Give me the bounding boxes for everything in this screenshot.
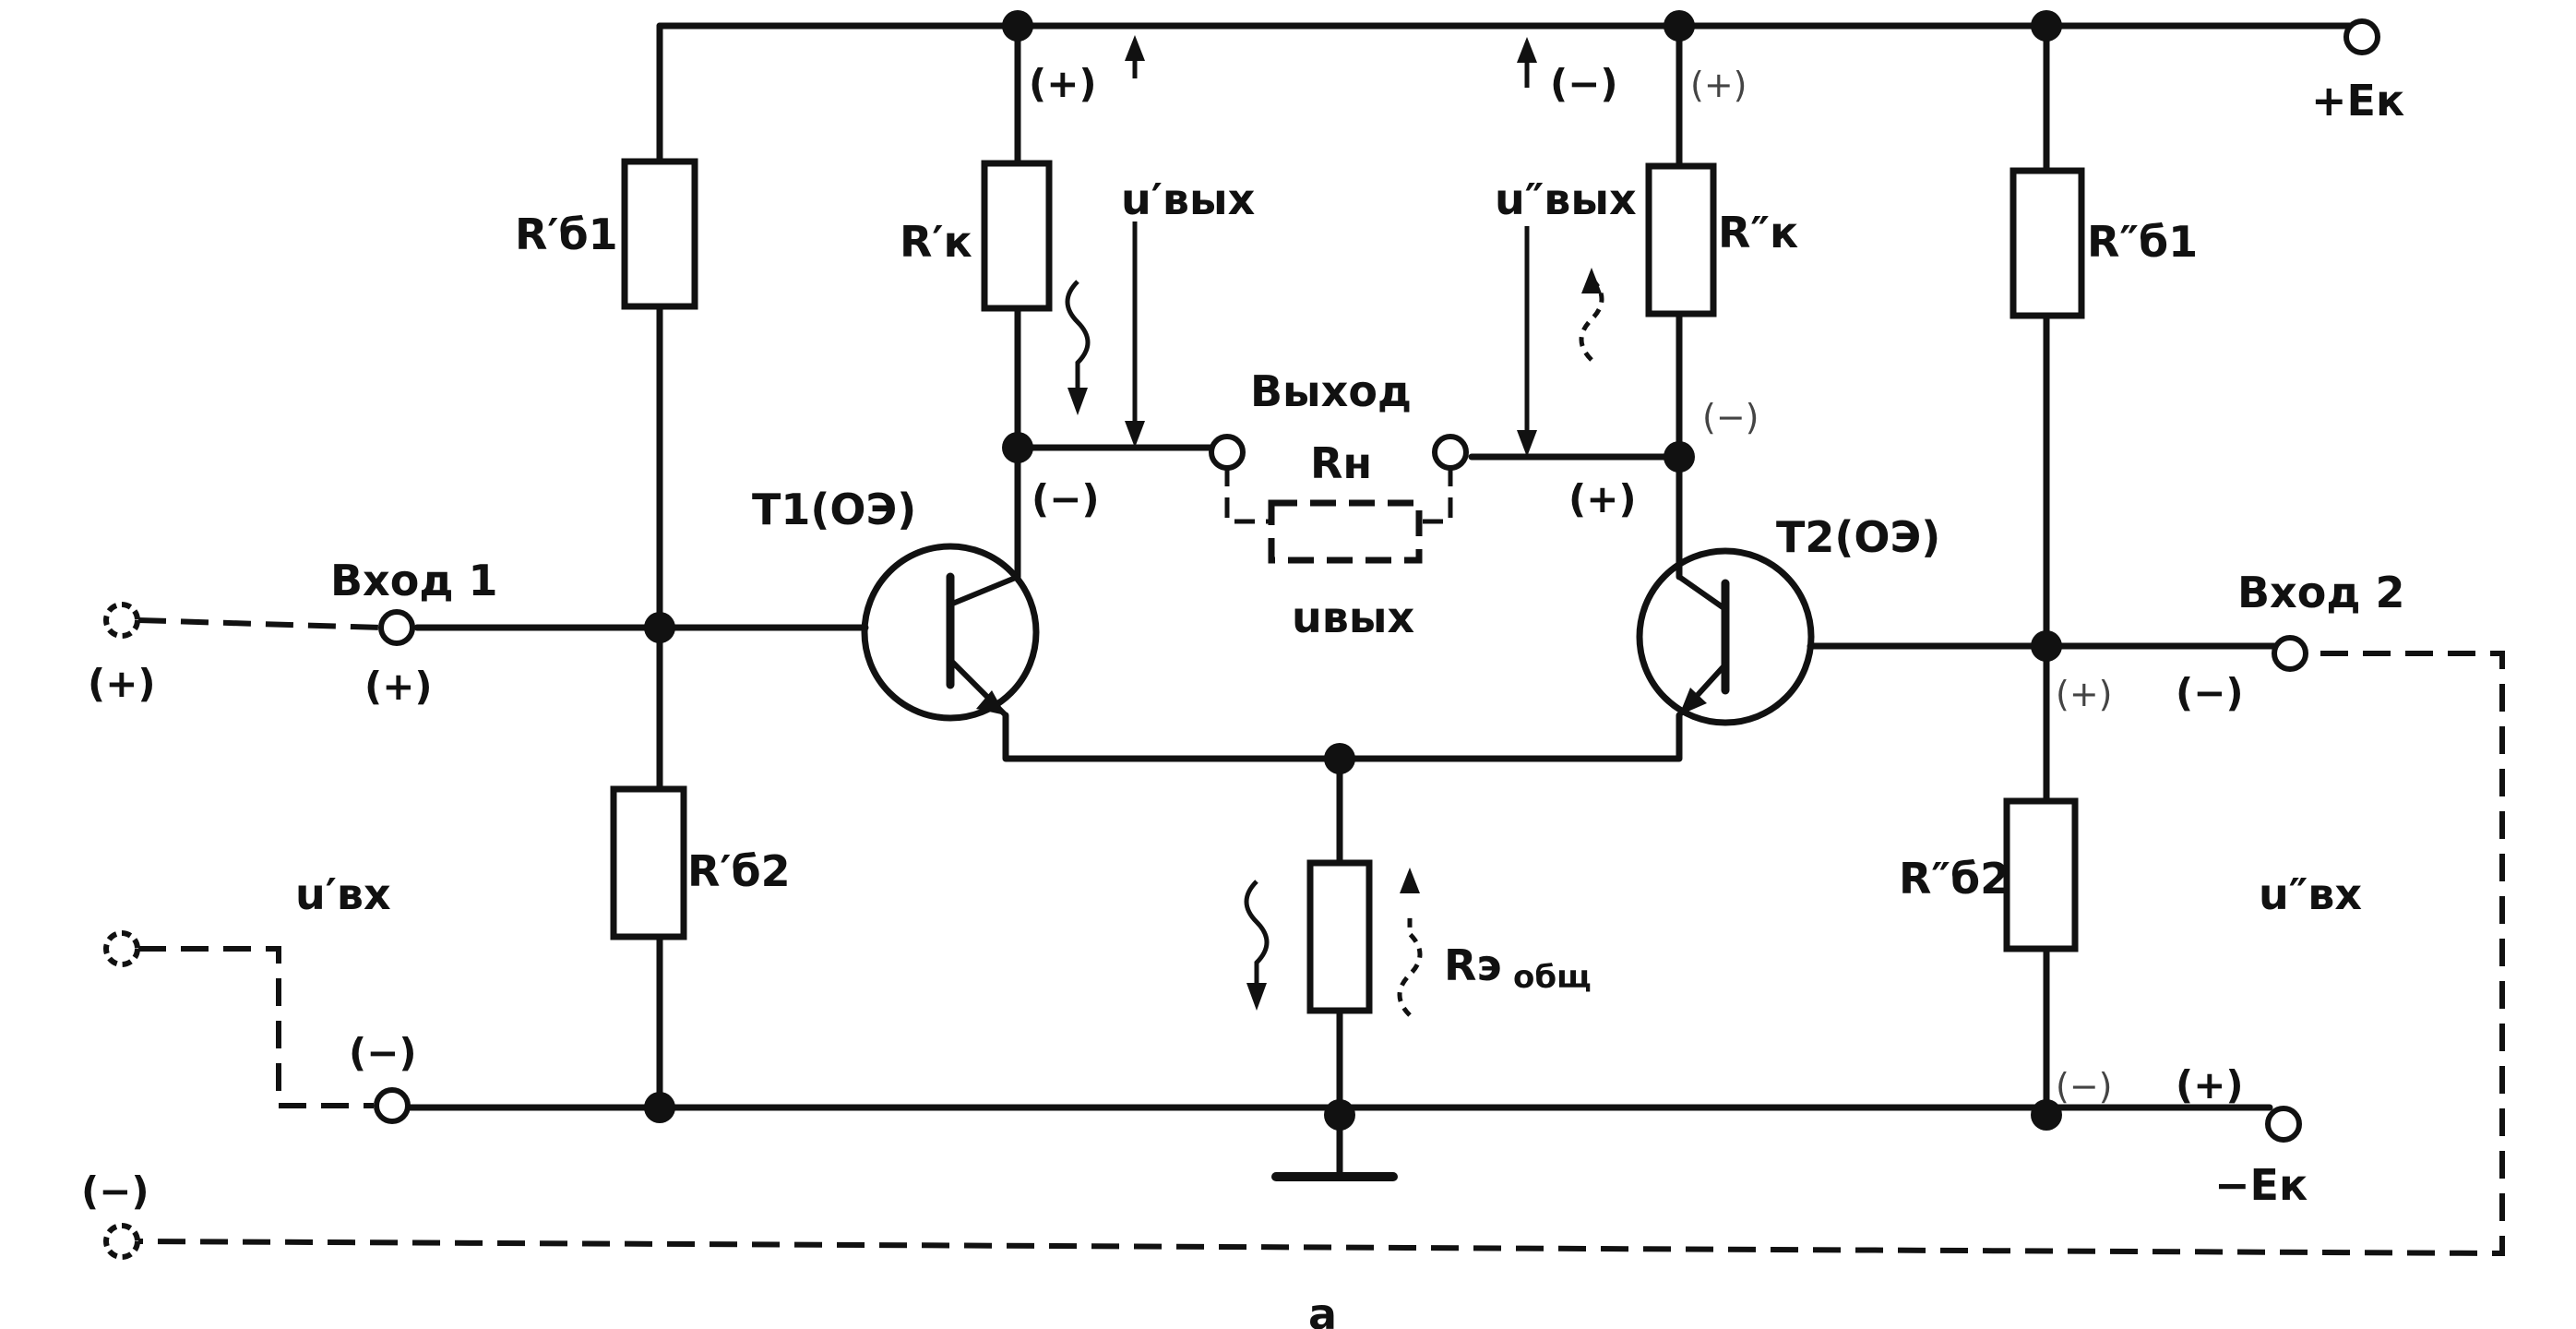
terminal-ek-pos xyxy=(2343,18,2380,55)
label-output: Выход xyxy=(1250,366,1412,416)
resistor-rb2-left xyxy=(610,785,687,940)
pol-in1-terminal: (+) xyxy=(364,664,433,709)
label-ek-pos: +Eк xyxy=(2311,76,2404,126)
pol-bottom-right: (+) xyxy=(2176,1062,2244,1108)
terminal-far-return xyxy=(103,930,140,967)
pol-in1-far: (+) xyxy=(88,661,156,706)
terminal-far-input2 xyxy=(103,1223,140,1260)
label-rb2-left: R′б2 xyxy=(687,846,791,896)
resistors xyxy=(610,158,2085,1014)
label-u-out: uвых xyxy=(1292,593,1414,642)
terminal-output-right xyxy=(1432,434,1469,471)
label-rb2-right: R″б2 xyxy=(1899,854,2010,904)
pol-coll-right: (+) xyxy=(1568,476,1637,521)
pol-bottom-right-dashed: (−) xyxy=(2056,1066,2113,1107)
resistor-rk-right xyxy=(1645,162,1717,317)
pol-top-right-dashed: (+) xyxy=(1690,65,1747,105)
label-u-out-right: u″вых xyxy=(1495,174,1637,224)
labels: +Eк −Eк R′б1 R′б2 R′к R″к R″б1 R″б2 Rн R… xyxy=(295,76,2405,1329)
transistor-t1 xyxy=(861,543,1040,722)
label-u-out-left: u′вых xyxy=(1121,174,1255,224)
pol-coll-right-dashed: (−) xyxy=(1702,397,1759,437)
pol-in2-terminal: (−) xyxy=(2176,670,2244,715)
load-dashed-right xyxy=(1418,466,1453,524)
pol-far-bottom: (−) xyxy=(81,1168,149,1214)
terminal-output-left xyxy=(1209,434,1246,471)
terminal-far-input1 xyxy=(103,602,140,639)
pol-coll-left: (−) xyxy=(1032,476,1100,521)
arrows xyxy=(1065,35,1604,1017)
load-dashed-left xyxy=(1224,466,1271,524)
resistor-rn-load xyxy=(1268,499,1423,564)
pol-top-left: (+) xyxy=(1029,61,1097,106)
input2-dashed-wire xyxy=(137,651,2505,1257)
transistor-t2 xyxy=(1636,547,1815,726)
input1-dashed-wire xyxy=(137,617,381,630)
resistor-rb2-right xyxy=(2003,797,2079,952)
label-u-in-right: u″вх xyxy=(2259,869,2362,919)
label-t1: T1(ОЭ) xyxy=(752,485,916,534)
resistor-rk-left xyxy=(981,160,1053,312)
label-rb1-right: R″б1 xyxy=(2087,217,2198,267)
resistor-rb1-right xyxy=(2010,167,2085,319)
label-rk-left: R′к xyxy=(900,217,972,267)
pol-in1-bottom: (−) xyxy=(349,1030,417,1075)
terminal-input2 xyxy=(2272,635,2308,672)
resistor-rb1-left xyxy=(621,158,698,310)
label-input1: Вход 1 xyxy=(330,556,498,605)
pol-top-right: (−) xyxy=(1550,61,1618,106)
label-rk-right: R″к xyxy=(1718,208,1798,257)
polarity-marks: (+) (−) (+) (−) (+) (−) (+) (+) (−) (−) … xyxy=(81,61,2244,1214)
dashed-connections xyxy=(137,466,2505,1257)
pol-base-right-dashed: (+) xyxy=(2056,674,2113,714)
label-re: Rэ xyxy=(1444,940,1502,990)
terminal-input1 xyxy=(378,609,415,646)
label-re-sub: общ xyxy=(1513,959,1592,996)
junction-nodes xyxy=(644,10,2062,1131)
label-sheet-letter: a xyxy=(1308,1289,1337,1329)
label-rn: Rн xyxy=(1310,438,1372,488)
label-rb1-left: R′б1 xyxy=(515,210,618,259)
terminal-input1-return xyxy=(374,1087,411,1124)
input1-return-dashed-wire xyxy=(138,946,374,1108)
label-input2: Вход 2 xyxy=(2237,568,2405,617)
resistor-re-common xyxy=(1306,859,1373,1014)
label-ek-neg: −Eк xyxy=(2214,1160,2308,1210)
label-u-in-left: u′вх xyxy=(295,869,391,919)
label-t2: T2(ОЭ) xyxy=(1776,512,1940,562)
terminals xyxy=(103,18,2380,1260)
terminal-ek-neg xyxy=(2265,1106,2302,1143)
